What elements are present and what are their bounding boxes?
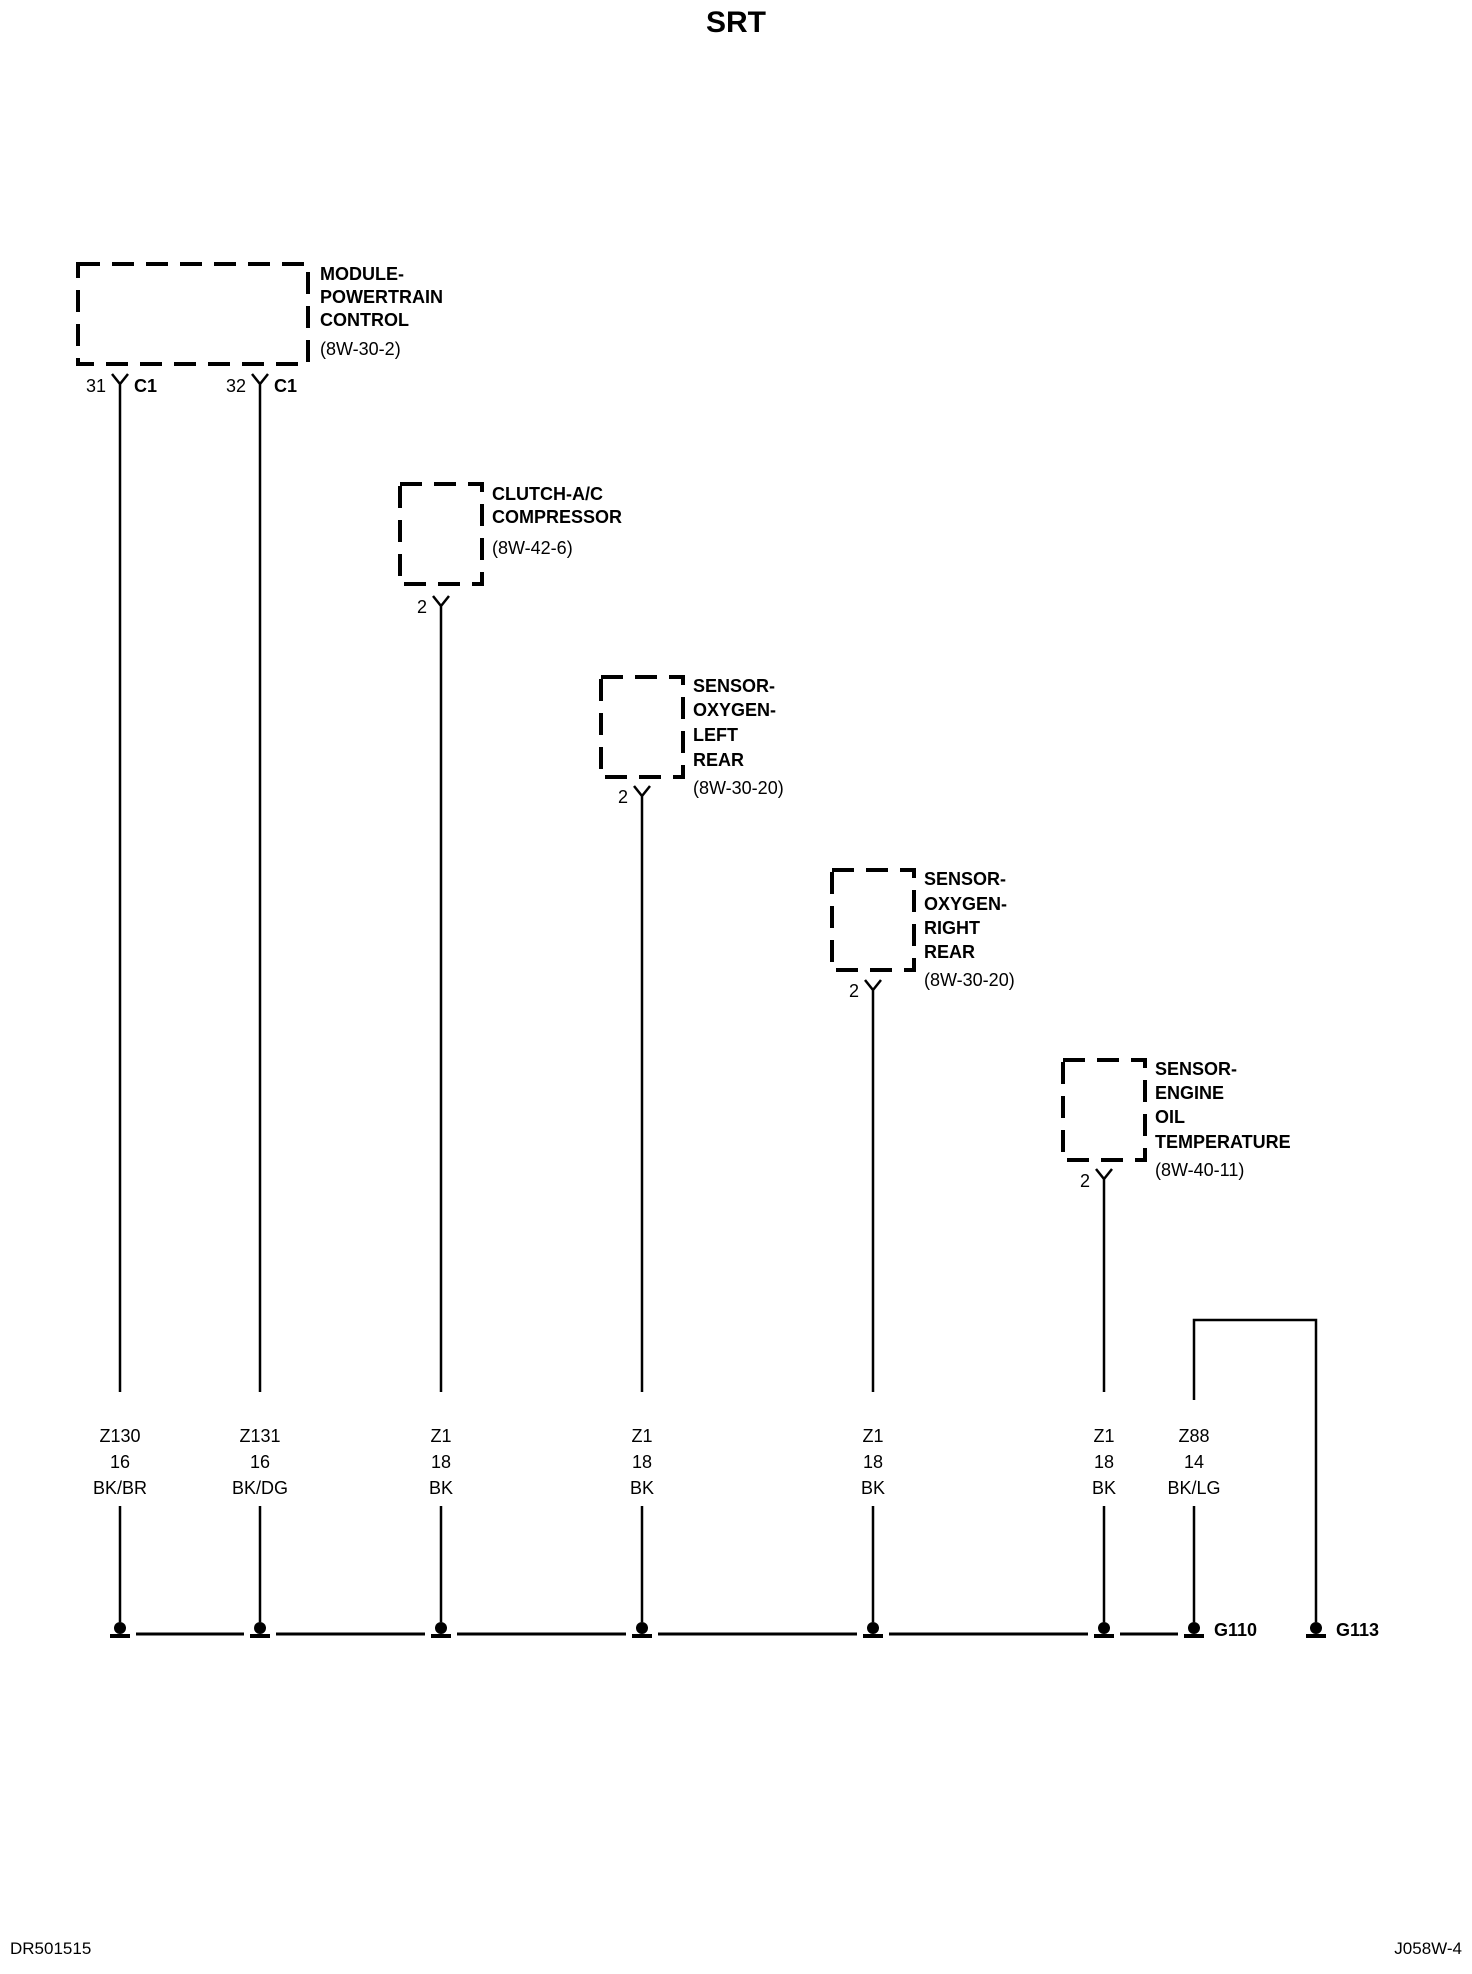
connector-symbol	[432, 595, 450, 613]
wire-z88-loop	[1192, 1318, 1318, 1622]
component-outline	[830, 868, 916, 972]
connector-symbol	[111, 373, 129, 391]
component-sensor-engine-oil-temperature: SENSOR- ENGINE OIL TEMPERATURE (8W-40-11…	[1061, 1058, 1291, 1180]
wire-gauge: 18	[632, 1452, 652, 1472]
wire-label-z1-o2-left: Z1 18 BK	[630, 1426, 654, 1498]
wire-gauge: 18	[863, 1452, 883, 1472]
pin-number: 32	[226, 376, 246, 396]
connector-symbol	[864, 979, 882, 997]
wire-circuit: Z88	[1178, 1426, 1209, 1446]
component-clutch-ac-compressor: CLUTCH-A/C COMPRESSOR (8W-42-6)	[398, 482, 622, 586]
wire-color: BK	[429, 1478, 453, 1498]
component-label-line: COMPRESSOR	[492, 507, 622, 527]
wire-gauge: 16	[250, 1452, 270, 1472]
connector-symbol	[1095, 1168, 1113, 1186]
component-label-line: OXYGEN-	[924, 894, 1007, 914]
component-label-line: SENSOR-	[924, 869, 1006, 889]
splice-point	[1094, 1622, 1114, 1638]
component-label-line: TEMPERATURE	[1155, 1132, 1291, 1152]
component-label-line: LEFT	[693, 725, 738, 745]
connector-pin-2-o2-right: 2	[849, 979, 882, 1001]
wire-label-z1-oil-temp: Z1 18 BK	[1092, 1426, 1116, 1498]
pin-number: 31	[86, 376, 106, 396]
component-label-line: CONTROL	[320, 310, 409, 330]
component-outline	[599, 675, 685, 779]
component-outline	[76, 262, 310, 366]
component-label-line: ENGINE	[1155, 1083, 1224, 1103]
wire-label-z88: Z88 14 BK/LG	[1167, 1426, 1220, 1498]
component-reference: (8W-30-2)	[320, 339, 401, 359]
splice-point	[110, 1622, 130, 1638]
wire-label-z131: Z131 16 BK/DG	[232, 1426, 288, 1498]
component-powertrain-control-module: MODULE- POWERTRAIN CONTROL (8W-30-2)	[76, 262, 443, 366]
pin-number: 2	[417, 597, 427, 617]
connector-id: C1	[274, 376, 297, 396]
splice-point	[250, 1622, 270, 1638]
wire-label-z130: Z130 16 BK/BR	[93, 1426, 147, 1498]
connector-symbol	[251, 373, 269, 391]
component-label-line: OXYGEN-	[693, 700, 776, 720]
splice-point	[863, 1622, 883, 1638]
diagram-title: SRT	[706, 6, 766, 39]
pin-number: 2	[618, 787, 628, 807]
ground-label-g113: G113	[1336, 1620, 1379, 1640]
wire-color: BK/BR	[93, 1478, 147, 1498]
wires-lower	[118, 1506, 1196, 1622]
footer-page-id: J058W-4	[1394, 1939, 1462, 1958]
component-reference: (8W-40-11)	[1155, 1160, 1244, 1180]
wire-gauge: 16	[110, 1452, 130, 1472]
component-label-line: OIL	[1155, 1107, 1185, 1127]
connector-id: C1	[134, 376, 157, 396]
component-label-line: MODULE-	[320, 264, 404, 284]
component-label-line: SENSOR-	[693, 676, 775, 696]
component-label-line: REAR	[693, 750, 744, 770]
wire-label-z1-clutch: Z1 18 BK	[429, 1426, 453, 1498]
wire-gauge: 18	[431, 1452, 451, 1472]
splice-point	[431, 1622, 451, 1638]
wire-color: BK	[1092, 1478, 1116, 1498]
component-reference: (8W-30-20)	[924, 970, 1015, 990]
component-reference: (8W-42-6)	[492, 538, 573, 558]
component-label-line: RIGHT	[924, 918, 980, 938]
wires-upper	[118, 391, 1318, 1622]
wire-circuit: Z1	[1093, 1426, 1114, 1446]
pin-number: 2	[849, 981, 859, 1001]
component-label-line: SENSOR-	[1155, 1059, 1237, 1079]
connector-symbol	[633, 785, 651, 803]
splice-point	[632, 1622, 652, 1638]
component-label-line: REAR	[924, 942, 975, 962]
connector-pin-2-clutch: 2	[417, 595, 450, 617]
wire-circuit: Z130	[99, 1426, 140, 1446]
component-reference: (8W-30-20)	[693, 778, 784, 798]
ground-point-g113	[1306, 1622, 1326, 1638]
ground-terminals	[110, 1622, 1326, 1638]
connector-pin-2-o2-left: 2	[618, 785, 651, 807]
wire-color: BK/LG	[1167, 1478, 1220, 1498]
connector-pin-2-oil-temp: 2	[1080, 1168, 1113, 1191]
connector-pin-31: 31 C1	[86, 373, 157, 396]
wire-circuit: Z1	[862, 1426, 883, 1446]
ground-label-g110: G110	[1214, 1620, 1257, 1640]
wire-gauge: 18	[1094, 1452, 1114, 1472]
footer-diagram-id: DR501515	[10, 1939, 91, 1958]
component-label-line: POWERTRAIN	[320, 287, 443, 307]
wire-label-z1-o2-right: Z1 18 BK	[861, 1426, 885, 1498]
wire-color: BK	[630, 1478, 654, 1498]
component-sensor-oxygen-left-rear: SENSOR- OXYGEN- LEFT REAR (8W-30-20)	[599, 675, 784, 798]
component-label-line: CLUTCH-A/C	[492, 484, 603, 504]
wire-circuit: Z1	[430, 1426, 451, 1446]
pin-number: 2	[1080, 1171, 1090, 1191]
wire-color: BK/DG	[232, 1478, 288, 1498]
wire-circuit: Z1	[631, 1426, 652, 1446]
wire-gauge: 14	[1184, 1452, 1204, 1472]
wire-color: BK	[861, 1478, 885, 1498]
wire-circuit: Z131	[239, 1426, 280, 1446]
ground-point-g110	[1184, 1622, 1204, 1638]
component-outline	[398, 482, 484, 586]
component-outline	[1061, 1058, 1147, 1162]
component-sensor-oxygen-right-rear: SENSOR- OXYGEN- RIGHT REAR (8W-30-20)	[830, 868, 1015, 990]
connector-pin-32: 32 C1	[226, 373, 297, 396]
